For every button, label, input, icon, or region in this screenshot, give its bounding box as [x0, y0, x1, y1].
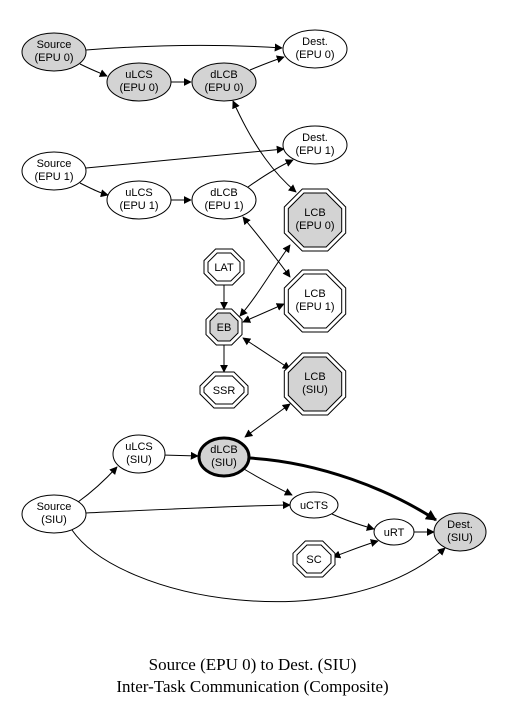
node-label: SC — [306, 554, 321, 566]
node-lcb-epu1: LCB (EPU 1) — [283, 269, 347, 333]
edge-arrow — [85, 501, 291, 514]
edge-arrow — [242, 337, 291, 370]
node-lcb-siu: LCB (SIU) — [283, 352, 347, 416]
node-ucts: uCTS — [289, 491, 339, 519]
node-label: (EPU 0) — [295, 49, 334, 61]
caption-title: Source (EPU 0) to Dest. (SIU) — [148, 655, 357, 674]
node-label: (EPU 0) — [295, 220, 334, 232]
node-source-siu: Source (SIU) — [21, 494, 87, 534]
node-label: (EPU 0) — [119, 82, 158, 94]
node-dest-epu0: Dest. (EPU 0) — [282, 29, 348, 69]
node-dest-epu1: Dest. (EPU 1) — [282, 125, 348, 165]
node-ulcs-epu0: uLCS (EPU 0) — [106, 62, 172, 102]
node-label: Source — [37, 158, 72, 170]
node-ssr: SSR — [199, 371, 249, 409]
node-label: (SIU) — [126, 454, 152, 466]
node-label: uLCS — [125, 441, 153, 453]
node-urt: uRT — [373, 518, 415, 546]
node-label: dLCB — [210, 69, 238, 81]
node-lcb-epu0: LCB (EPU 0) — [283, 188, 347, 252]
node-label: uCTS — [300, 500, 328, 512]
edge-arrow — [248, 456, 437, 522]
edge-arrow — [85, 43, 283, 52]
node-dlcb-epu1: dLCB (EPU 1) — [191, 180, 257, 220]
edge-arrow — [242, 303, 285, 323]
node-label: Dest. — [447, 519, 473, 531]
caption-subtitle: Inter-Task Communication (Composite) — [116, 677, 389, 696]
node-dlcb-siu: dLCB (SIU) — [197, 436, 251, 478]
node-label: (SIU) — [41, 514, 67, 526]
node-label: Source — [37, 39, 72, 51]
node-label: SSR — [213, 385, 236, 397]
node-sc: SC — [292, 540, 336, 578]
communication-graph: Source (EPU 0) Dest. (EPU 0) uLCS (EPU 0… — [21, 29, 487, 603]
node-source-epu1: Source (EPU 1) — [21, 151, 87, 191]
node-lat: LAT — [203, 248, 245, 286]
node-ulcs-epu1: uLCS (EPU 1) — [106, 180, 172, 220]
node-label: LCB — [304, 288, 325, 300]
node-label: dLCB — [210, 444, 238, 456]
node-label: (EPU 0) — [204, 82, 243, 94]
edge-arrow — [232, 100, 297, 193]
edge-arrow — [85, 145, 285, 169]
node-label: (EPU 1) — [295, 145, 334, 157]
node-label: (SIU) — [302, 384, 328, 396]
node-label: uLCS — [125, 187, 153, 199]
node-label: (EPU 1) — [204, 200, 243, 212]
node-label: Dest. — [302, 36, 328, 48]
edge-arrow — [242, 216, 291, 278]
node-label: LCB — [304, 207, 325, 219]
node-label: uLCS — [125, 69, 153, 81]
node-label: LCB — [304, 371, 325, 383]
node-label: uRT — [384, 527, 405, 539]
edge-arrow — [79, 63, 108, 77]
node-dlcb-epu0: dLCB (EPU 0) — [191, 62, 257, 102]
edge-arrow — [331, 513, 375, 531]
node-label: (SIU) — [447, 532, 473, 544]
edge-arrow — [247, 159, 294, 188]
node-ulcs-siu: uLCS (SIU) — [112, 434, 166, 474]
node-label: Dest. — [302, 132, 328, 144]
edges — [71, 43, 446, 603]
edge-arrow — [244, 403, 291, 438]
node-label: Source — [37, 501, 72, 513]
edge-arrow — [239, 244, 291, 317]
node-label: dLCB — [210, 187, 238, 199]
edge-arrow — [71, 529, 446, 603]
node-label: (EPU 1) — [119, 200, 158, 212]
node-source-epu0: Source (EPU 0) — [21, 32, 87, 72]
node-label: (SIU) — [211, 457, 237, 469]
edge-arrow — [332, 539, 379, 559]
node-dest-siu: Dest. (SIU) — [433, 512, 487, 552]
node-eb: EB — [205, 308, 243, 346]
node-label: (EPU 1) — [295, 301, 334, 313]
edge-arrow — [79, 182, 109, 198]
node-label: (EPU 0) — [34, 52, 73, 64]
edge-arrow — [161, 451, 199, 460]
edge-arrow — [249, 55, 285, 71]
node-label: LAT — [214, 262, 234, 274]
edge-arrow — [243, 468, 293, 496]
edge-arrow — [77, 466, 118, 503]
node-label: EB — [217, 322, 232, 334]
node-label: (EPU 1) — [34, 171, 73, 183]
